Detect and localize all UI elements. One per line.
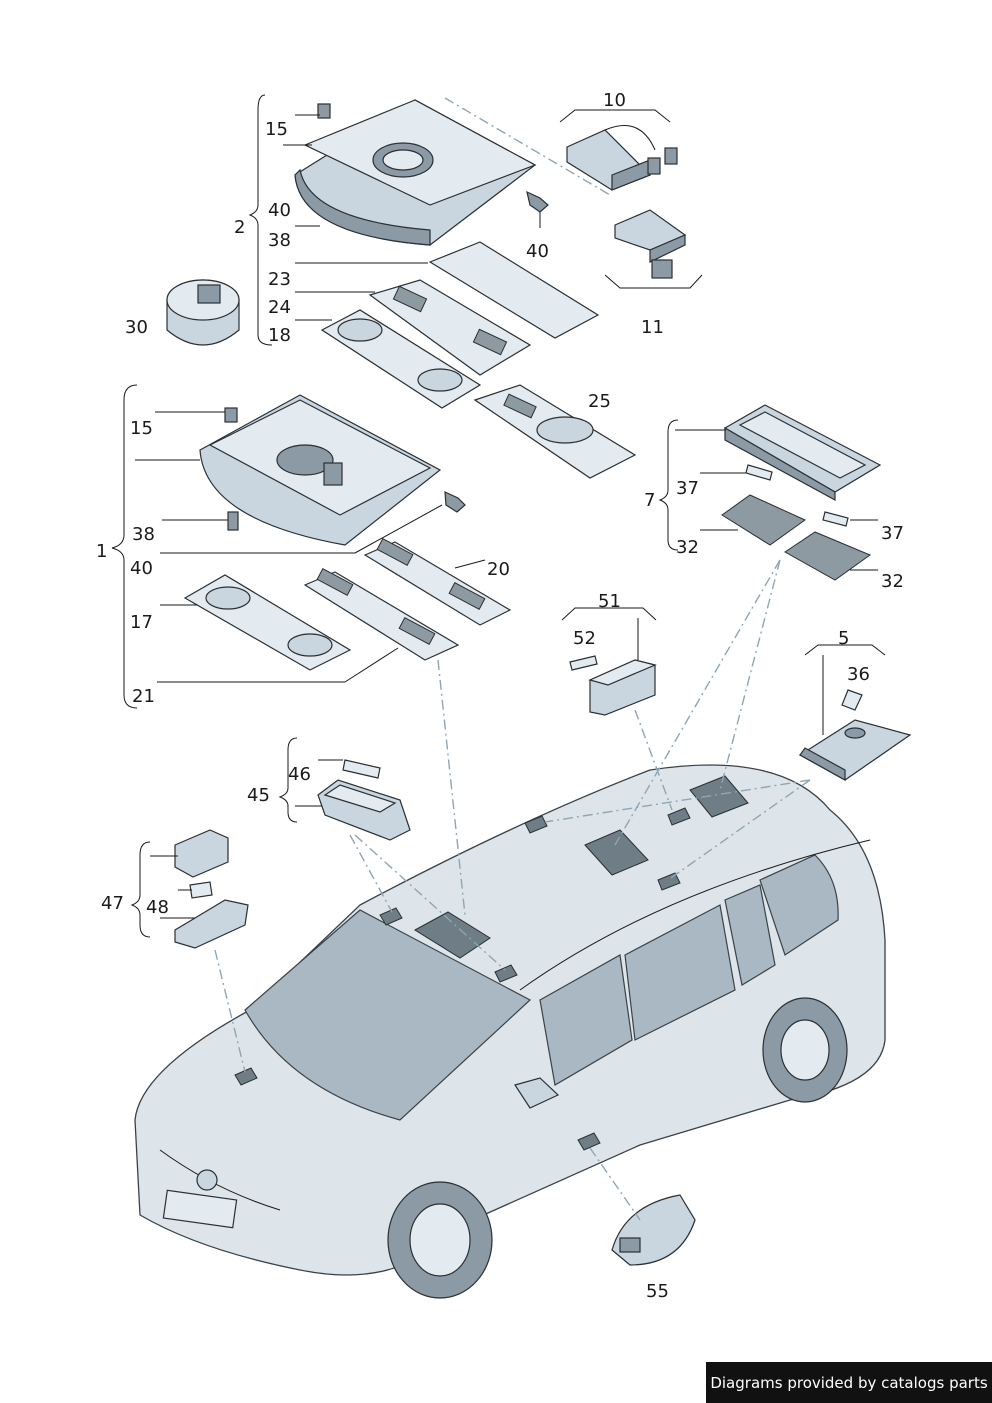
- car-illustration: [134, 764, 886, 1299]
- bulb-36: [841, 689, 863, 711]
- callout-48: 48: [146, 897, 169, 918]
- reading-light-5: [798, 655, 912, 782]
- callout-32: 32: [881, 571, 904, 592]
- callout-36: 36: [847, 664, 870, 685]
- callout-47: 47: [101, 893, 124, 914]
- callout-46: 46: [288, 764, 311, 785]
- callout-17: 17: [130, 612, 153, 633]
- callout-25: 25: [588, 391, 611, 412]
- callout-15: 15: [265, 119, 288, 140]
- light-55: [611, 1194, 696, 1266]
- lens-32-left: [721, 494, 806, 546]
- callout-10: 10: [603, 90, 626, 111]
- screw-40: [526, 190, 549, 228]
- bulb-37-upper: [745, 464, 773, 481]
- callout-21: 21: [132, 686, 155, 707]
- callout-2: 2: [234, 217, 245, 238]
- callout-11: 11: [641, 317, 664, 338]
- callout-55: 55: [646, 1281, 669, 1302]
- callout-38: 38: [132, 524, 155, 545]
- bulb-46: [342, 759, 381, 779]
- callout-40: 40: [130, 558, 153, 579]
- callout-15: 15: [130, 418, 153, 439]
- roof-console-assembly-2: [294, 99, 537, 246]
- callout-32: 32: [676, 537, 699, 558]
- credit-text: Diagrams provided by catalogs parts: [710, 1373, 988, 1392]
- module-11: [614, 209, 687, 279]
- lens-21: [303, 568, 460, 661]
- callout-5: 5: [838, 628, 849, 649]
- callout-52: 52: [573, 628, 596, 649]
- roof-console-assembly-1: [199, 394, 442, 546]
- callout-24: 24: [268, 297, 291, 318]
- screw-40-lower: [444, 491, 466, 513]
- cover-plate-25: [473, 384, 637, 479]
- callout-40: 40: [526, 241, 549, 262]
- light-51: [588, 618, 657, 716]
- callout-18: 18: [268, 325, 291, 346]
- cover-plate-23: [428, 241, 600, 339]
- light-47-housing: [174, 899, 249, 949]
- trim-plate-18: [320, 309, 482, 409]
- light-45: [317, 779, 411, 841]
- callout-37: 37: [881, 523, 904, 544]
- callout-38: 38: [268, 230, 291, 251]
- lens-32-right: [784, 531, 872, 581]
- callout-45: 45: [247, 785, 270, 806]
- module-10: [566, 125, 678, 191]
- callout-7: 7: [644, 490, 655, 511]
- credit-banner: Diagrams provided by catalogs parts: [706, 1362, 992, 1403]
- callout-20: 20: [487, 559, 510, 580]
- callout-51: 51: [598, 591, 621, 612]
- cover-plate-24: [368, 279, 532, 376]
- trim-plate-17: [183, 574, 352, 671]
- bulb-48: [189, 881, 213, 899]
- bulb-37-lower: [822, 511, 849, 527]
- callout-30: 30: [125, 317, 148, 338]
- speaker-30: [166, 279, 240, 346]
- callout-37: 37: [676, 478, 699, 499]
- module-47: [174, 829, 229, 878]
- reading-light-7: [723, 404, 882, 502]
- lens-20: [363, 538, 512, 626]
- callout-23: 23: [268, 269, 291, 290]
- callout-1: 1: [96, 541, 107, 562]
- bulb-38: [227, 511, 239, 531]
- bulb-52: [569, 655, 598, 671]
- callout-40: 40: [268, 200, 291, 221]
